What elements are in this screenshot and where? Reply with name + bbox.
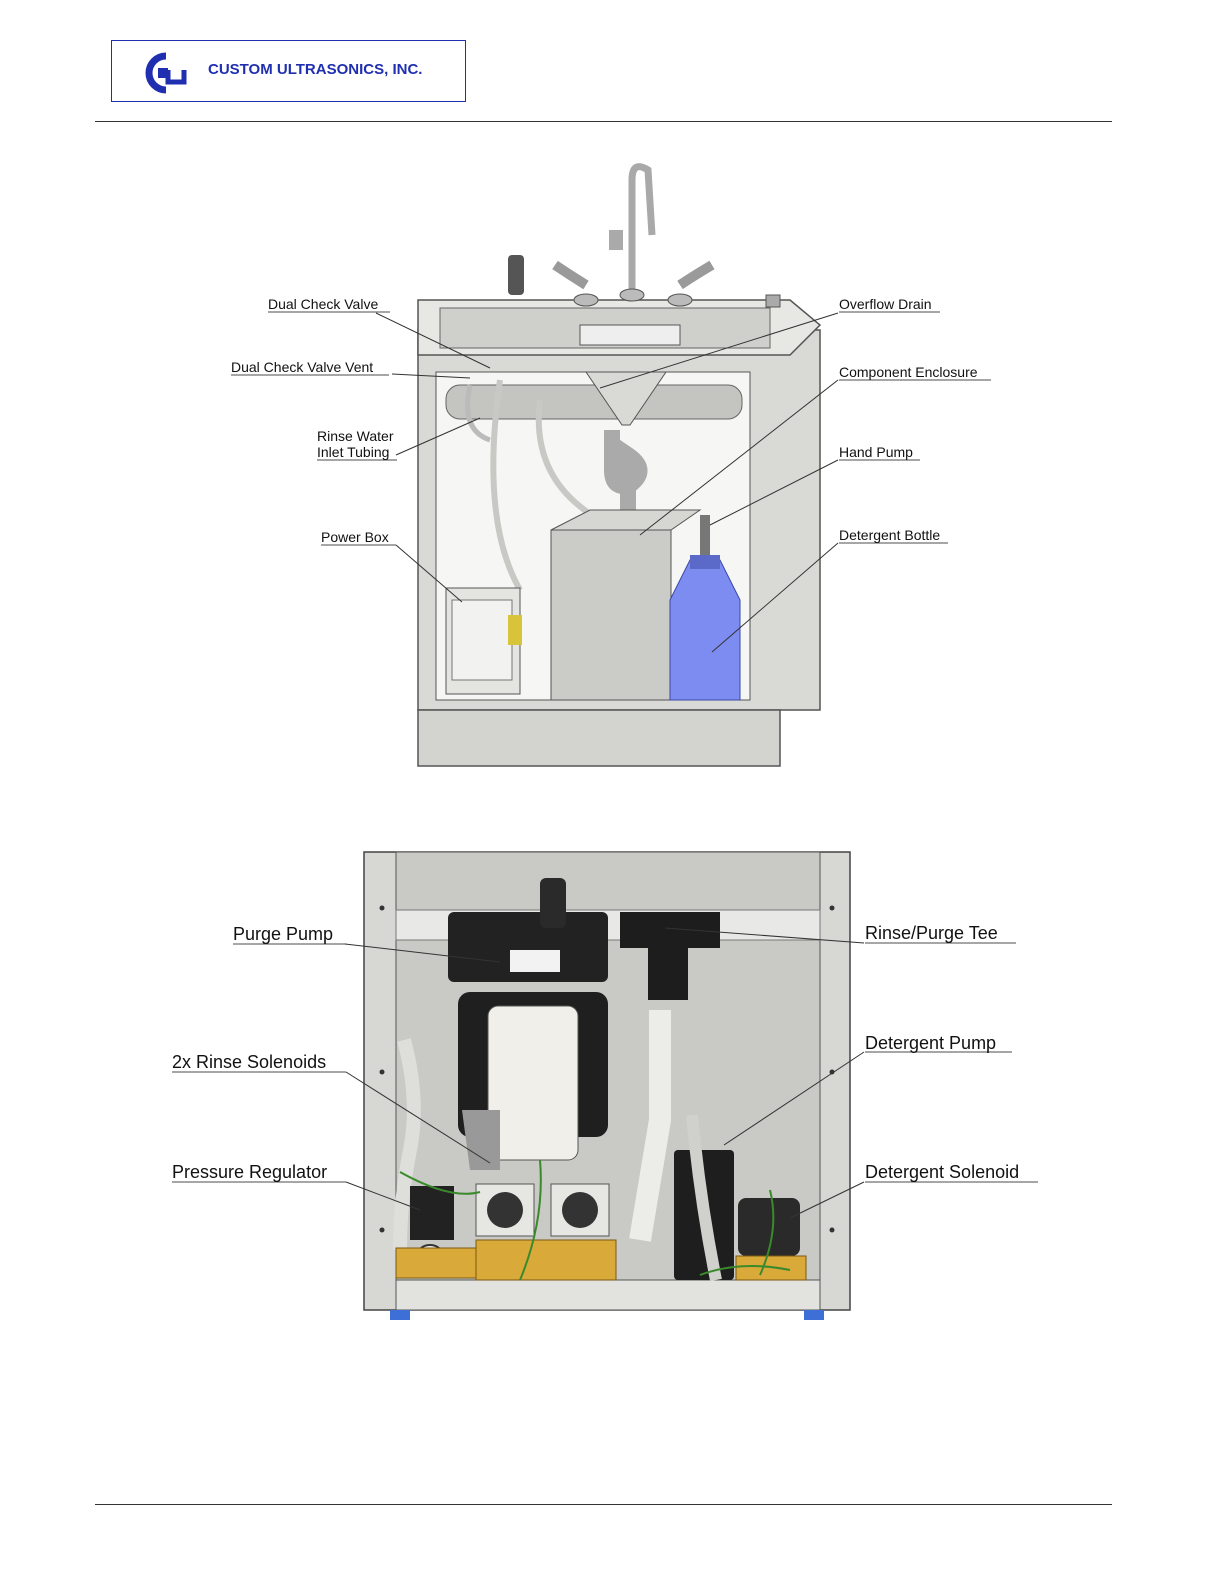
label-rinse-water-line2: Inlet Tubing xyxy=(317,444,389,460)
component-enclosure-figure: Purge Pump 2x Rinse Solenoids Pressure R… xyxy=(0,820,1225,1340)
label-rinse-solenoids: 2x Rinse Solenoids xyxy=(172,1052,326,1072)
label-hand-pump: Hand Pump xyxy=(839,444,913,460)
label-detergent-bottle: Detergent Bottle xyxy=(839,527,940,543)
label-component-enclosure: Component Enclosure xyxy=(839,364,978,380)
label-detergent-solenoid: Detergent Solenoid xyxy=(865,1162,1019,1182)
label-pressure-regulator: Pressure Regulator xyxy=(172,1162,327,1182)
label-power-box: Power Box xyxy=(321,529,389,545)
label-rinse-purge-tee: Rinse/Purge Tee xyxy=(865,923,998,943)
label-detergent-pump: Detergent Pump xyxy=(865,1033,996,1053)
footer-rule xyxy=(95,1504,1112,1505)
sink-cabinet-figure: Dual Check Valve Dual Check Valve Vent R… xyxy=(0,0,1225,800)
label-rinse-water-line1: Rinse Water xyxy=(317,428,394,444)
label-purge-pump: Purge Pump xyxy=(233,924,333,944)
label-dual-check-valve: Dual Check Valve xyxy=(268,296,378,312)
label-overflow-drain: Overflow Drain xyxy=(839,296,932,312)
label-dual-check-valve-vent: Dual Check Valve Vent xyxy=(231,359,373,375)
